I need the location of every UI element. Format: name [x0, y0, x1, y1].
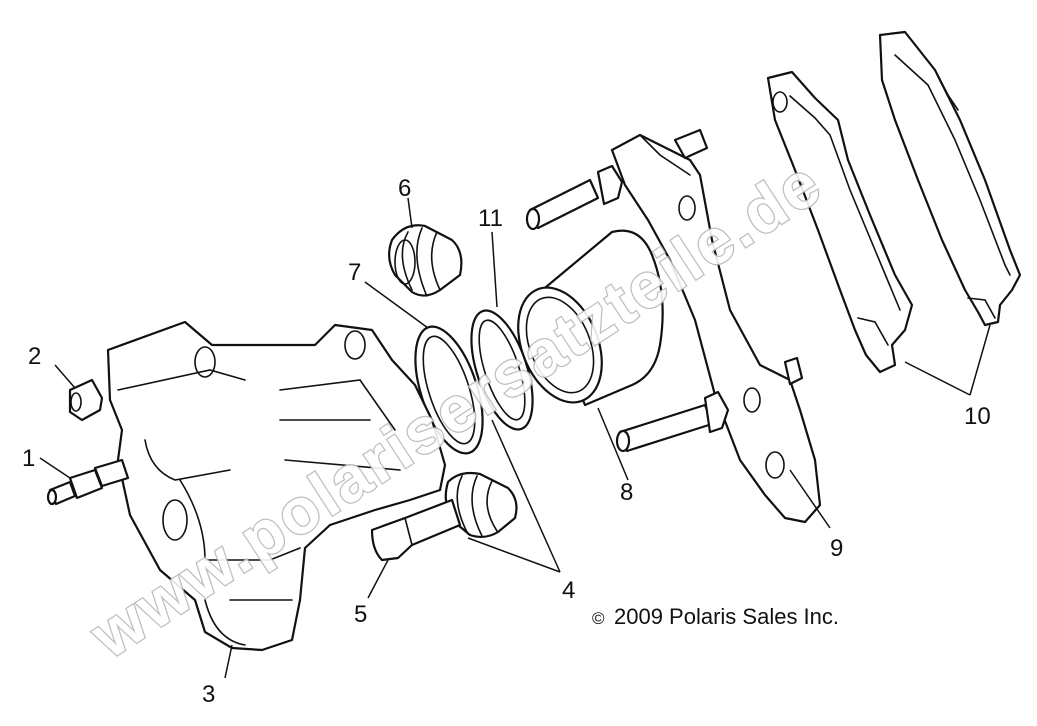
callout-2: 2 [28, 343, 41, 370]
callout-9: 9 [830, 535, 843, 562]
callout-3: 3 [202, 681, 215, 708]
callout-1: 1 [22, 445, 35, 472]
copyright-text: 2009 Polaris Sales Inc. [614, 604, 839, 629]
caliper-body [106, 320, 447, 652]
callout-7: 7 [348, 259, 361, 286]
bleeder-cap [68, 378, 104, 422]
brake-pad-inner [766, 70, 914, 374]
callout-8: 8 [620, 479, 633, 506]
caliper-piston [517, 229, 664, 407]
callout-4: 4 [562, 577, 575, 604]
callout-10: 10 [964, 403, 991, 430]
guide-pin [370, 498, 462, 562]
dust-boot-upper [388, 224, 463, 297]
brake-pad-outer [878, 30, 1022, 327]
callout-11: 11 [478, 205, 503, 232]
callout-6: 6 [398, 175, 411, 202]
copyright-symbol: © [592, 609, 605, 628]
caliper-bracket [525, 128, 822, 524]
callout-5: 5 [354, 601, 367, 628]
leader-lines [39, 197, 991, 679]
bleeder-screw [46, 458, 130, 506]
seal-ring [470, 309, 534, 431]
